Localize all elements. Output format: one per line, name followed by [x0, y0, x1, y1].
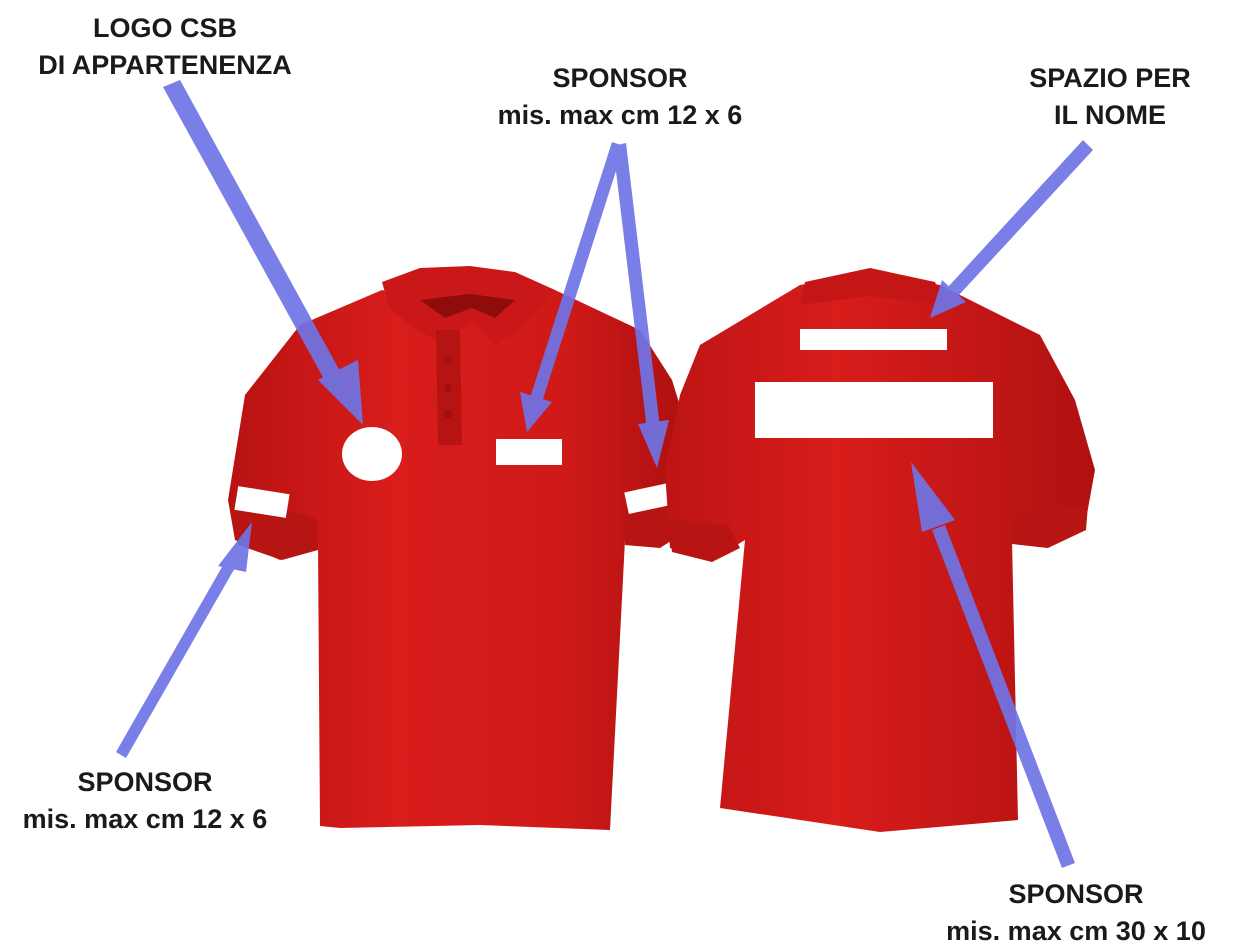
sleeve-sponsor-label-line2: mis. max cm 12 x 6	[0, 801, 290, 838]
back-sponsor-label-line1: SPONSOR	[918, 876, 1234, 913]
front-button	[444, 410, 452, 418]
front-shirt-body	[228, 290, 700, 830]
front-button	[444, 384, 452, 392]
sleeve-sponsor-label-line1: SPONSOR	[0, 764, 290, 801]
arrow-icon	[116, 522, 252, 758]
logo-label-line2: DI APPARTENENZA	[0, 47, 330, 84]
arrow-icon	[930, 140, 1093, 318]
chest-sponsor-label-line2: mis. max cm 12 x 6	[460, 97, 780, 134]
name-space-label: SPAZIO PER IL NOME	[990, 60, 1230, 134]
back-sponsor-label: SPONSOR mis. max cm 30 x 10	[918, 876, 1234, 950]
logo-label: LOGO CSB DI APPARTENENZA	[0, 10, 330, 84]
chest-sponsor-label: SPONSOR mis. max cm 12 x 6	[460, 60, 780, 134]
chest-sponsor-placeholder	[496, 439, 562, 465]
sleeve-sponsor-label: SPONSOR mis. max cm 12 x 6	[0, 764, 290, 838]
chest-sponsor-label-line1: SPONSOR	[460, 60, 780, 97]
name-placeholder	[800, 329, 947, 350]
back-sponsor-label-line2: mis. max cm 30 x 10	[918, 913, 1234, 950]
front-button	[444, 356, 452, 364]
logo-placeholder	[342, 427, 402, 481]
name-space-label-line1: SPAZIO PER	[990, 60, 1230, 97]
name-space-label-line2: IL NOME	[990, 97, 1230, 134]
back-sponsor-placeholder	[755, 382, 993, 438]
logo-label-line1: LOGO CSB	[0, 10, 330, 47]
front-polo-shirt	[228, 266, 700, 830]
